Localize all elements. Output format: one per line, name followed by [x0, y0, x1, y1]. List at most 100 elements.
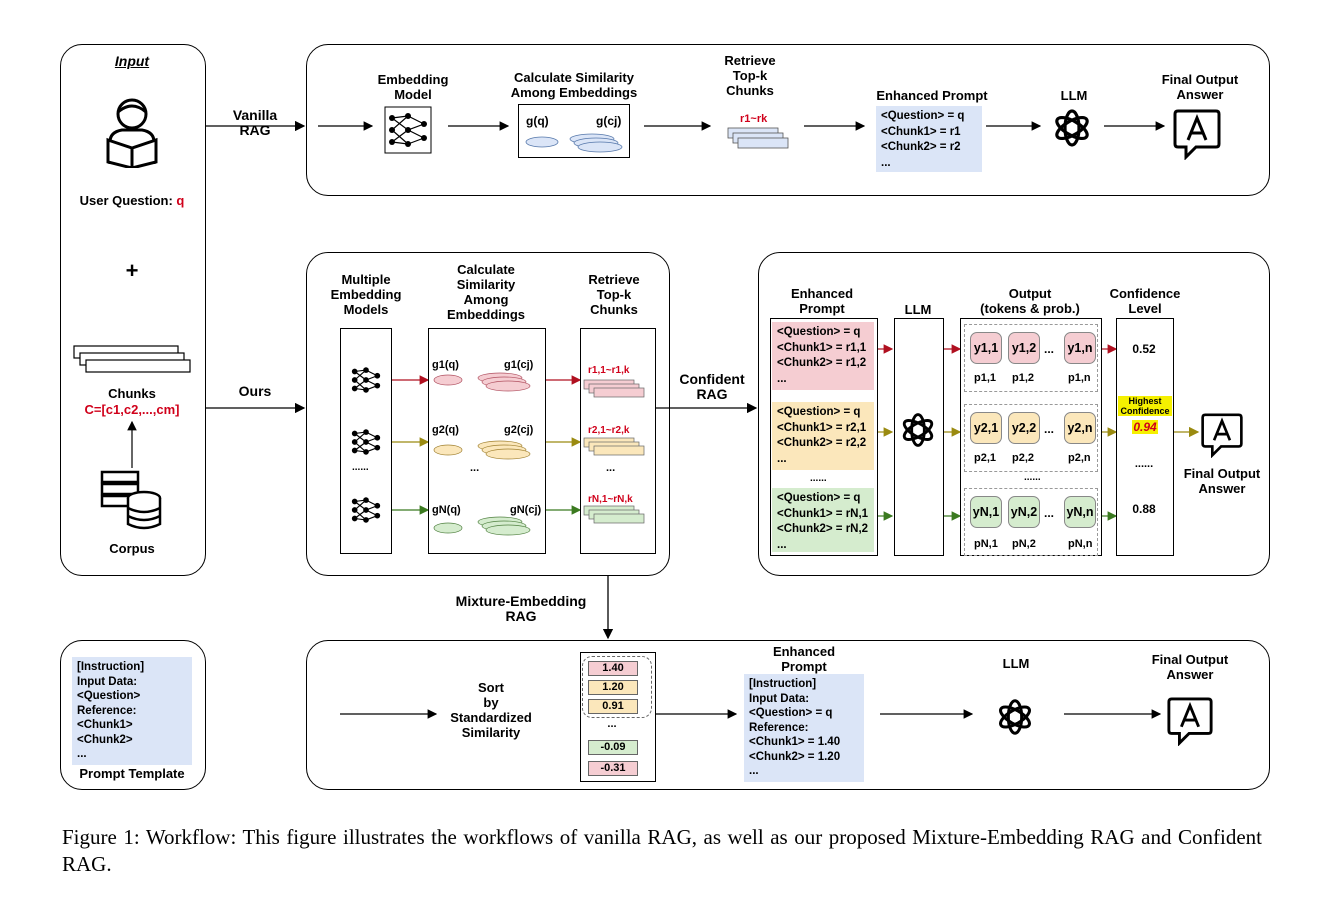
confidence-value-2: 0.94: [1132, 420, 1158, 434]
prob-label: p2,1: [974, 452, 997, 464]
score-bar: 0.91: [588, 699, 638, 714]
token-chip: y2,n: [1064, 412, 1096, 444]
retrieved-chunk-stacks: [583, 379, 645, 524]
neural-network-icon-1: [351, 367, 381, 393]
similarity-ellipses: [433, 372, 531, 536]
mixture-answer-bubble-icon: [1167, 697, 1213, 746]
vanilla-retrieve-label: Retrieve Top-k Chunks: [724, 53, 776, 98]
confident-enhanced-prompt-label: Enhanced Prompt: [790, 286, 854, 316]
prompt-template-box: [Instruction] Input Data: <Question> Ref…: [72, 657, 192, 765]
row2-g-c: g2(cj): [504, 424, 534, 436]
confident-final-output-label: Final Output Answer: [1183, 466, 1261, 496]
corpus-database-icon: [100, 470, 162, 530]
prob-label: pN,n: [1068, 538, 1093, 550]
token-chip: y2,2: [1008, 412, 1040, 444]
score-bar: -0.09: [588, 740, 638, 755]
token-chip: yN,n: [1064, 496, 1096, 528]
score-dots: ...: [607, 718, 617, 730]
row1-g-q: g1(q): [432, 359, 459, 371]
user-question-label: User Question: q: [79, 193, 185, 208]
vanilla-retrieved-chunks-icon: [727, 127, 789, 149]
vanilla-g-q: g(q): [526, 114, 549, 128]
row1-g-c: g1(cj): [504, 359, 534, 371]
chunks-formula: C=[c1,c2,...,cm]: [84, 402, 180, 417]
mixture-llm-label: LLM: [1002, 656, 1030, 671]
token-chip: y2,1: [970, 412, 1002, 444]
vanilla-retrieved-range: r1~rk: [740, 113, 768, 125]
rowN-g-c: gN(cj): [510, 504, 542, 516]
vanilla-llm-label: LLM: [1060, 88, 1088, 103]
figure-caption: Figure 1: Workflow: This figure illustra…: [62, 825, 1262, 876]
chunks-stack-icon: [73, 345, 191, 373]
confidence-value-1: 0.52: [1132, 342, 1156, 356]
score-bar: -0.31: [588, 761, 638, 776]
output-dots: ......: [1024, 472, 1041, 483]
prob-label: p1,1: [974, 372, 997, 384]
confident-llm-openai-icon: [902, 413, 934, 447]
output-row-n: [964, 488, 1098, 556]
input-title: Input: [114, 53, 150, 69]
token-chip: y1,2: [1008, 332, 1040, 364]
similarity-column-box: [428, 328, 546, 554]
vanilla-enhanced-prompt-label: Enhanced Prompt: [876, 88, 988, 103]
ours-retrieve-label: Retrieve Top-k Chunks: [588, 272, 640, 317]
prob-label: p2,n: [1068, 452, 1091, 464]
answer-bubble-icon: [1173, 109, 1221, 160]
highest-confidence-badge: Highest Confidence: [1118, 396, 1172, 416]
top-scores-dashed-group: [582, 656, 652, 718]
confidence-column: [1116, 318, 1174, 556]
models-dots: ......: [352, 462, 369, 473]
confident-prompt-n: <Question> = q<Chunk1> = rN,1<Chunk2> = …: [772, 488, 874, 552]
prob-label: pN,1: [974, 538, 998, 550]
prob-label: p2,2: [1012, 452, 1035, 464]
plus-sign: +: [125, 258, 139, 283]
neural-network-icon-2: [351, 429, 381, 455]
output-label: Output (tokens & prob.): [980, 286, 1080, 316]
vanilla-embedding-ellipses: [525, 133, 623, 153]
chunks-label: Chunks: [108, 386, 156, 401]
token-dots: ...: [1044, 506, 1055, 520]
embedding-model-label: Embedding Model: [377, 72, 449, 102]
row2-g-q: g2(q): [432, 424, 459, 436]
neural-network-icon: [384, 106, 432, 154]
confident-prompt-2: <Question> = q<Chunk1> = r2,1<Chunk2> = …: [772, 402, 874, 470]
vanilla-rag-label: Vanilla RAG: [232, 107, 278, 138]
confident-prompt-1: <Question> = q<Chunk1> = r1,1<Chunk2> = …: [772, 322, 874, 390]
rowN-g-q: gN(q): [432, 504, 461, 516]
vanilla-g-cj: g(cj): [596, 114, 622, 128]
output-row-2: [964, 404, 1098, 472]
confident-answer-bubble-icon: [1201, 413, 1243, 458]
mixture-final-output-label: Final Output Answer: [1151, 652, 1229, 682]
token-chip: y1,n: [1064, 332, 1096, 364]
vanilla-rag-panel: [306, 44, 1270, 196]
score-bar: 1.20: [588, 680, 638, 695]
confidence-value-n: 0.88: [1132, 502, 1156, 516]
llm-openai-icon: [1055, 109, 1089, 147]
retrieve-dots: ...: [606, 462, 616, 474]
prompt-template-label: Prompt Template: [79, 766, 185, 781]
prob-label: p1,2: [1012, 372, 1035, 384]
token-chip: yN,2: [1008, 496, 1040, 528]
vanilla-prompt-box: <Question> = q <Chunk1> = r1 <Chunk2> = …: [876, 106, 982, 172]
row1-retrieved: r1,1~r1,k: [588, 365, 630, 376]
user-reading-icon: [106, 98, 158, 168]
vanilla-calc-similarity-label: Calculate Similarity Among Embeddings: [510, 70, 638, 100]
mixture-prompt-box: [Instruction] Input Data: <Question> = q…: [744, 674, 864, 782]
mixture-llm-openai-icon: [999, 699, 1031, 735]
mixture-rag-label: Mixture-Embedding RAG: [455, 593, 587, 624]
similarity-dots: ...: [470, 462, 480, 474]
mixture-enhanced-prompt-label: Enhanced Prompt: [772, 644, 836, 674]
multiple-models-label: Multiple Embedding Models: [330, 272, 402, 317]
rowN-retrieved: rN,1~rN,k: [588, 494, 633, 505]
prob-label: p1,n: [1068, 372, 1091, 384]
corpus-label: Corpus: [109, 541, 155, 556]
ours-calc-similarity-label: Calculate Similarity Among Embeddings: [446, 262, 525, 322]
token-dots: ...: [1044, 422, 1055, 436]
ours-label: Ours: [238, 383, 272, 399]
confidence-level-label: Confidence Level: [1109, 286, 1181, 316]
sort-label: Sort by Standardized Similarity: [450, 680, 532, 740]
output-row-1: [964, 324, 1098, 392]
score-bar: 1.40: [588, 661, 638, 676]
vanilla-final-output-label: Final Output Answer: [1161, 72, 1239, 102]
token-dots: ...: [1044, 342, 1055, 356]
